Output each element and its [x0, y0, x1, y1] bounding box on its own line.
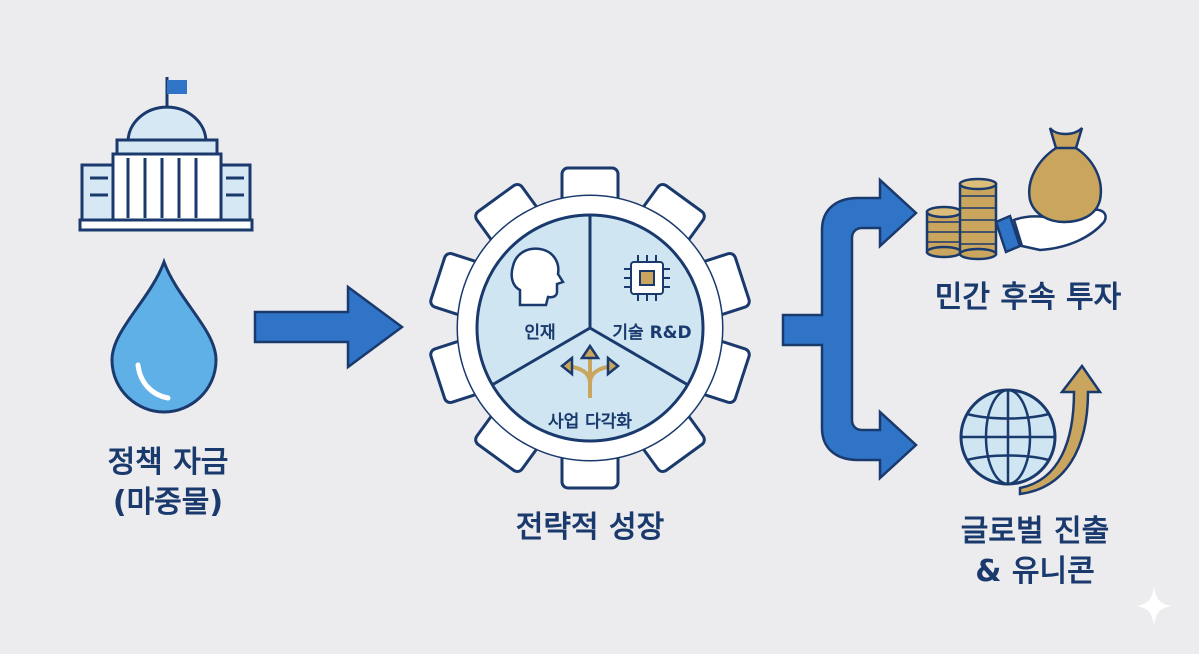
segment-talent-label: 인재 [524, 323, 556, 343]
head-profile-icon [510, 247, 565, 307]
global-unicorn-line2: & 유니콘 [975, 554, 1095, 589]
strategic-growth-title: 전략적 성장 [515, 510, 665, 545]
policy-fund-line1: 정책 자금 [107, 445, 229, 480]
government-building-icon [78, 77, 254, 232]
chip-icon [624, 255, 670, 301]
globe-growth-icon [959, 363, 1103, 496]
segment-diversify-label: 사업 다각화 [547, 412, 633, 432]
branching-arrows-icon [559, 343, 621, 398]
global-unicorn-line1: 글로벌 진출 [960, 514, 1110, 549]
policy-fund-line2: (마중물) [112, 485, 224, 520]
policy-fund-label: 정책 자금 (마중물) [68, 443, 268, 523]
split-flow-arrow [781, 177, 918, 481]
segment-tech-label: 기술 R&D [612, 323, 692, 343]
sparkle-icon [1136, 586, 1172, 626]
private-investment-label: 민간 후속 투자 [934, 280, 1122, 315]
flow-arrow-to-gear [253, 284, 405, 370]
gear-icon [429, 166, 751, 490]
coins-money-bag-icon [925, 127, 1107, 261]
global-unicorn-label: 글로벌 진출 & 유니콘 [920, 512, 1150, 592]
water-drop-icon [110, 257, 218, 414]
